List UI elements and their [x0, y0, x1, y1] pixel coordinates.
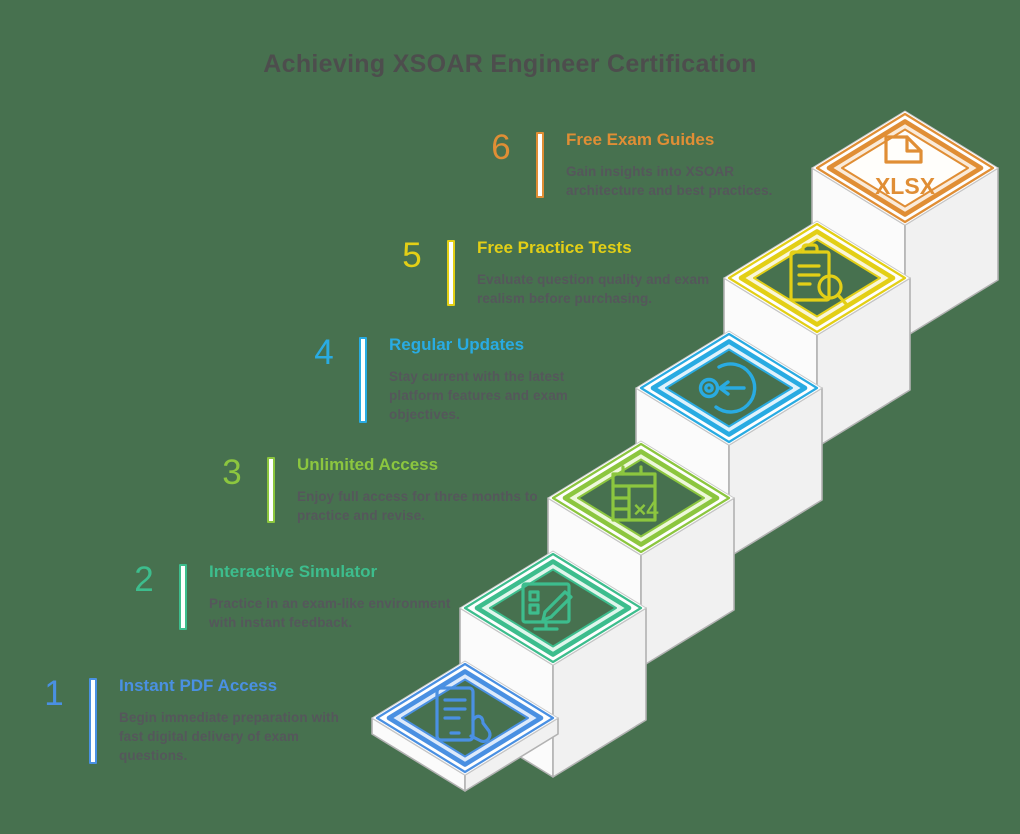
step-1-block: 1 Instant PDF Access Begin immediate pre… [37, 676, 361, 766]
step-3-text: Unlimited Access Enjoy full access for t… [297, 455, 553, 525]
tablet-body [435, 686, 475, 742]
step-3-title: Unlimited Access [297, 455, 439, 474]
step-6-accent-bar [536, 132, 544, 199]
checkbox-2 [528, 603, 540, 615]
step-4-text: Regular Updates Stay current with the la… [389, 335, 601, 425]
refresh-restore-icon [698, 362, 757, 414]
stair-step-2 [459, 550, 647, 778]
xlsx-file-icon: XLSX [875, 135, 936, 199]
xlsx-label: XLSX [875, 173, 936, 199]
magnifier-handle [836, 293, 849, 307]
step-5-number: 5 [402, 236, 422, 275]
pencil-tip [541, 610, 553, 622]
gear-inner [704, 383, 714, 393]
step-3-number: 3 [222, 453, 242, 492]
step-2-number: 2 [134, 560, 154, 599]
step-6-text: Free Exam Guides Gain insights into XSOA… [566, 130, 808, 200]
step-3-accent-bar [267, 457, 275, 524]
hand-shape [469, 714, 492, 743]
step-6-number: 6 [491, 128, 511, 167]
step-4-number: 4 [314, 333, 334, 372]
step-4-description: Stay current with the latest platform fe… [389, 368, 568, 423]
step-1-title: Instant PDF Access [119, 676, 278, 695]
step-2-accent-bar [179, 564, 187, 631]
file-outline [884, 135, 923, 164]
tablet-lines [443, 698, 467, 720]
step-3-block: 3 Unlimited Access Enjoy full access for… [215, 455, 553, 525]
gear-outer [698, 377, 720, 399]
step-1-description: Begin immediate preparation with fast di… [119, 709, 339, 764]
step-1-text: Instant PDF Access Begin immediate prepa… [119, 676, 361, 766]
step-6-block: 6 Free Exam Guides Gain insights into XS… [484, 130, 808, 200]
stair-step-6: XLSX [811, 110, 999, 338]
calendar-x4-icon: ×4 [611, 465, 659, 522]
step3-ring-inner [577, 458, 705, 538]
step-3-description: Enjoy full access for three months to pr… [297, 488, 538, 523]
monitor-pencil-icon [521, 582, 573, 631]
monitor-stand [533, 620, 559, 631]
stair-step-1 [371, 660, 559, 792]
clipboard-lines [797, 264, 821, 286]
step-5-accent-bar [447, 240, 455, 307]
step-6-title: Free Exam Guides [566, 130, 715, 149]
step-5-text: Free Practice Tests Evaluate question qu… [477, 238, 739, 308]
stair-step-5 [723, 220, 911, 448]
checkbox-1 [528, 590, 540, 602]
arrow-head [718, 380, 730, 396]
stair-step-4 [635, 330, 823, 558]
step1-ring-inner [401, 678, 529, 758]
step-1-number: 1 [44, 674, 64, 713]
step-4-block: 4 Regular Updates Stay current with the … [307, 335, 601, 425]
page-title: Achieving XSOAR Engineer Certification [263, 50, 757, 78]
step-2-description: Practice in an exam-like environment wit… [209, 595, 451, 630]
step-5-block: 5 Free Practice Tests Evaluate question … [395, 238, 739, 308]
step6-ring-inner [841, 128, 969, 208]
step-6-description: Gain insights into XSOAR architecture an… [566, 163, 773, 198]
step-2-text: Interactive Simulator Practice in an exa… [209, 562, 465, 632]
file-fold [905, 135, 923, 153]
pencil-body [543, 590, 573, 619]
clipboard-search-icon [789, 243, 849, 307]
clipboard-clip [801, 243, 819, 254]
step-1-accent-bar [89, 678, 97, 764]
tablet-hand-icon [435, 686, 492, 743]
calendar-ticks [621, 465, 643, 476]
magnifier-lens [817, 274, 843, 300]
calendar-grid [611, 484, 657, 522]
x4-label: ×4 [633, 497, 659, 522]
step5-ring-inner [753, 238, 881, 318]
step-4-title: Regular Updates [389, 335, 525, 354]
step-2-title: Interactive Simulator [209, 562, 378, 581]
refresh-circle [714, 362, 757, 414]
step-5-title: Free Practice Tests [477, 238, 632, 257]
step-2-block: 2 Interactive Simulator Practice in an e… [127, 562, 465, 632]
step-4-accent-bar [359, 337, 367, 423]
step-5-description: Evaluate question quality and exam reali… [477, 271, 710, 306]
